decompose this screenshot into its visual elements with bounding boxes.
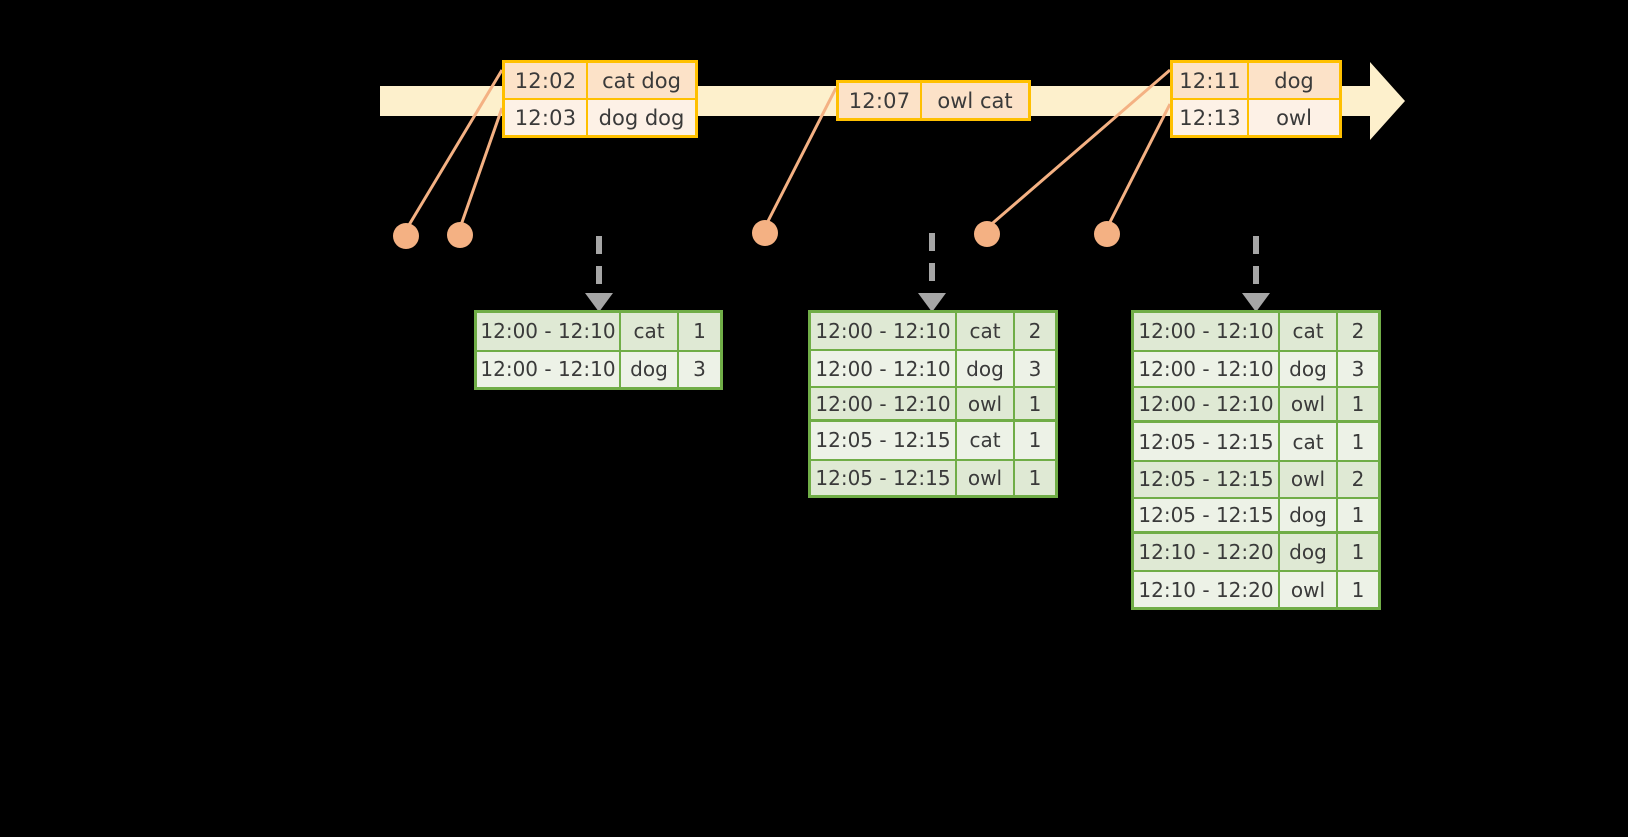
event-group-3[interactable]: 12:11 dog 12:13 owl bbox=[1170, 60, 1342, 138]
event-time: 12:03 bbox=[505, 100, 588, 135]
table-row[interactable]: 12:05 - 12:15 cat 1 bbox=[1134, 423, 1378, 460]
cell-window: 12:05 - 12:15 bbox=[1134, 423, 1280, 460]
cell-window: 12:00 - 12:10 bbox=[811, 313, 957, 350]
cell-word: dog bbox=[1280, 351, 1338, 387]
trigger-dot-4 bbox=[974, 221, 1000, 247]
table-row[interactable]: 12:00 - 12:10 owl 1 bbox=[811, 385, 1055, 423]
table-row[interactable]: 12:00 - 12:10 cat 1 bbox=[477, 313, 720, 350]
cell-word: dog bbox=[957, 351, 1015, 386]
event-group-2[interactable]: 12:07 owl cat bbox=[836, 80, 1031, 121]
cell-word: owl bbox=[1280, 388, 1338, 421]
cell-word: cat bbox=[1280, 313, 1338, 350]
cell-window: 12:00 - 12:10 bbox=[1134, 388, 1280, 421]
cell-word: cat bbox=[1280, 423, 1338, 460]
table-row[interactable]: 12:00 - 12:10 dog 3 bbox=[1134, 349, 1378, 387]
cell-count: 2 bbox=[1351, 319, 1365, 344]
connector-line-5 bbox=[1105, 103, 1172, 229]
cell-word: owl bbox=[1280, 572, 1338, 608]
table-row[interactable]: 12:05 - 12:15 owl 1 bbox=[811, 458, 1055, 495]
table-row[interactable]: 12:00 - 12:10 dog 3 bbox=[477, 349, 720, 387]
trigger-dot-2 bbox=[447, 222, 473, 248]
cell-count: 3 bbox=[693, 357, 706, 382]
table-row[interactable]: 12:05 - 12:15 owl 2 bbox=[1134, 459, 1378, 497]
cell-word: owl bbox=[1280, 461, 1338, 497]
event-time: 12:02 bbox=[505, 63, 588, 98]
event-value: owl cat bbox=[937, 88, 1013, 113]
cell-window: 12:10 - 12:20 bbox=[1134, 533, 1280, 571]
event-value: cat dog bbox=[602, 68, 681, 93]
event-time: 12:11 bbox=[1173, 63, 1249, 98]
cell-window: 12:10 - 12:20 bbox=[1134, 572, 1280, 608]
cell-word: owl bbox=[957, 387, 1015, 420]
result-table-3[interactable]: 12:00 - 12:10 cat 2 12:00 - 12:10 dog 3 … bbox=[1131, 310, 1381, 610]
cell-window: 12:05 - 12:15 bbox=[1134, 498, 1280, 531]
cell-count: 1 bbox=[1028, 428, 1042, 453]
cell-window: 12:05 - 12:15 bbox=[811, 422, 957, 459]
cell-count: 1 bbox=[693, 319, 706, 344]
cell-word: dog bbox=[1280, 533, 1338, 571]
cell-window: 12:05 - 12:15 bbox=[811, 460, 957, 495]
event-row[interactable]: 12:02 cat dog bbox=[505, 63, 695, 98]
dashed-arrows bbox=[596, 233, 1259, 292]
cell-count: 2 bbox=[1028, 319, 1042, 344]
table-row[interactable]: 12:00 - 12:10 owl 1 bbox=[1134, 386, 1378, 424]
trigger-dot-3 bbox=[752, 220, 778, 246]
event-time: 12:13 bbox=[1173, 100, 1249, 135]
event-row[interactable]: 12:07 owl cat bbox=[839, 83, 1028, 118]
table-row[interactable]: 12:10 - 12:20 owl 1 bbox=[1134, 570, 1378, 608]
event-row[interactable]: 12:03 dog dog bbox=[505, 98, 695, 135]
timeline-arrowhead bbox=[1370, 62, 1405, 140]
table-row[interactable]: 12:00 - 12:10 cat 2 bbox=[811, 313, 1055, 350]
cell-count: 1 bbox=[1351, 577, 1365, 602]
event-row[interactable]: 12:11 dog bbox=[1173, 63, 1339, 98]
event-value: owl bbox=[1276, 105, 1312, 130]
connector-line-2 bbox=[458, 107, 504, 229]
table-row[interactable]: 12:00 - 12:10 cat 2 bbox=[1134, 313, 1378, 350]
cell-word: owl bbox=[957, 460, 1015, 495]
cell-count: 1 bbox=[1351, 429, 1365, 454]
cell-count: 1 bbox=[1351, 392, 1365, 417]
cell-window: 12:00 - 12:10 bbox=[811, 351, 957, 386]
cell-word: cat bbox=[957, 422, 1015, 459]
trigger-dots bbox=[393, 220, 1120, 249]
event-value: dog dog bbox=[598, 105, 685, 130]
cell-window: 12:00 - 12:10 bbox=[477, 351, 621, 387]
cell-window: 12:00 - 12:10 bbox=[811, 387, 957, 420]
cell-count: 1 bbox=[1351, 539, 1365, 564]
table-row[interactable]: 12:10 - 12:20 dog 1 bbox=[1134, 533, 1378, 571]
table-row[interactable]: 12:05 - 12:15 dog 1 bbox=[1134, 496, 1378, 534]
event-row[interactable]: 12:13 owl bbox=[1173, 98, 1339, 135]
cell-count: 1 bbox=[1028, 465, 1042, 490]
cell-window: 12:00 - 12:10 bbox=[1134, 351, 1280, 387]
cell-window: 12:00 - 12:10 bbox=[477, 313, 621, 350]
event-time: 12:07 bbox=[839, 83, 922, 118]
cell-count: 1 bbox=[1351, 502, 1365, 527]
event-value: dog bbox=[1274, 68, 1314, 93]
table-row[interactable]: 12:00 - 12:10 dog 3 bbox=[811, 349, 1055, 386]
cell-count: 3 bbox=[1028, 356, 1042, 381]
cell-word: dog bbox=[1280, 498, 1338, 531]
result-table-2[interactable]: 12:00 - 12:10 cat 2 12:00 - 12:10 dog 3 … bbox=[808, 310, 1058, 498]
result-table-1[interactable]: 12:00 - 12:10 cat 1 12:00 - 12:10 dog 3 bbox=[474, 310, 723, 390]
table-row[interactable]: 12:05 - 12:15 cat 1 bbox=[811, 422, 1055, 459]
trigger-dot-5 bbox=[1094, 221, 1120, 247]
cell-word: cat bbox=[957, 313, 1015, 350]
cell-window: 12:05 - 12:15 bbox=[1134, 461, 1280, 497]
cell-word: cat bbox=[621, 313, 679, 350]
cell-count: 3 bbox=[1351, 357, 1365, 382]
cell-count: 2 bbox=[1351, 467, 1365, 492]
cell-count: 1 bbox=[1028, 391, 1042, 416]
event-group-1[interactable]: 12:02 cat dog 12:03 dog dog bbox=[502, 60, 698, 138]
cell-window: 12:00 - 12:10 bbox=[1134, 313, 1280, 350]
cell-word: dog bbox=[621, 351, 679, 387]
trigger-dot-1 bbox=[393, 223, 419, 249]
